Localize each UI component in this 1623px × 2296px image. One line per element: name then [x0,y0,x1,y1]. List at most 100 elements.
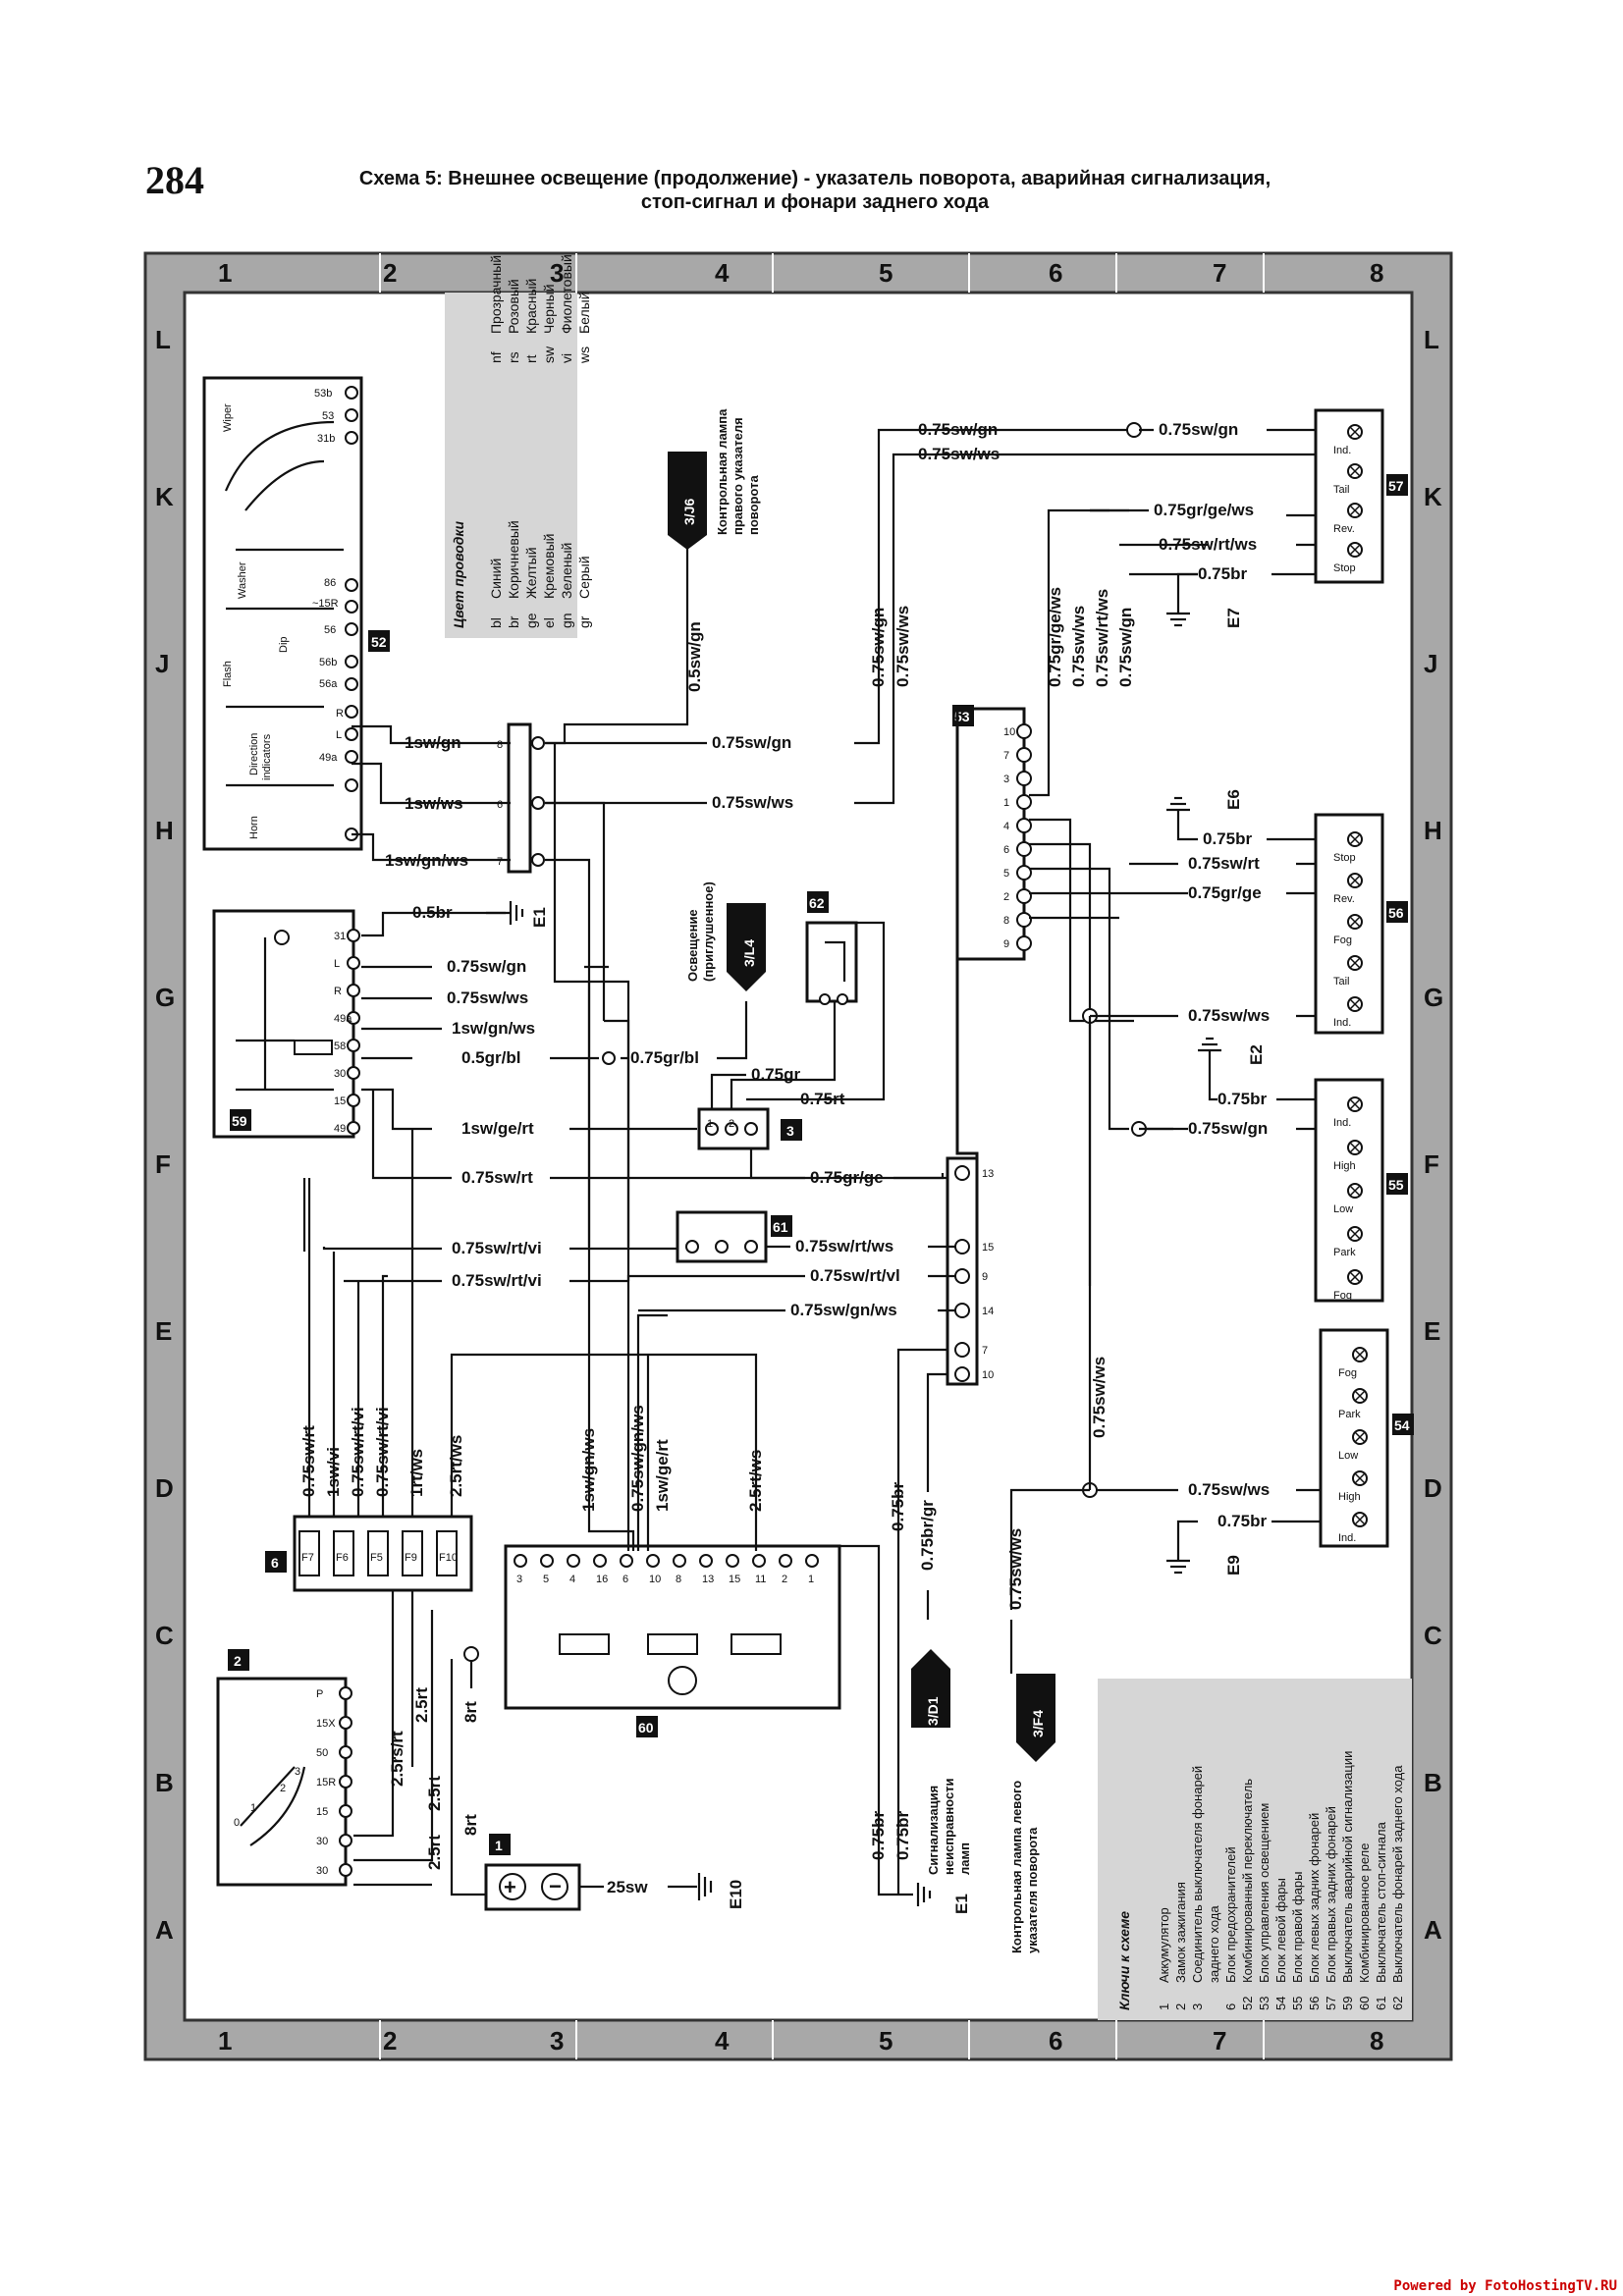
fuse-F9 [402,1530,423,1576]
ign-pin-5 [339,1834,352,1847]
legend-code-left-1: br [506,615,521,628]
wire-v-sw-rt-ws: 0.75sw/rt/ws [1093,589,1111,687]
key-num-2: 3 [1190,2003,1205,2010]
pin-52-2 [345,431,358,445]
term-15r: ~15R [312,598,339,610]
wire-v-sw-gn: 0.75sw/gn [1116,608,1135,687]
pin-52-1 [345,408,358,422]
ign-mark-1: 1 [250,1802,256,1814]
lamp-label-lamps_54-2: Low [1338,1450,1358,1462]
key-text-9: Блок левых задних фонарей [1307,1813,1322,1983]
ign-pin-2 [339,1745,352,1759]
relay-pin-label-3: 16 [596,1574,608,1585]
lamp-label-lamps_55-4: Fog [1333,1290,1352,1302]
ign-wire-2: 2.5rt [412,1687,431,1723]
lamp-label-lamps_56-4: Ind. [1333,1017,1351,1029]
pin-label-53-top-2: 3 [1003,774,1009,785]
lamp-cross-b-lamps_54-1 [1354,1390,1366,1402]
pin-label-53-top-1: 7 [1003,750,1009,762]
relay-pin-label-6: 8 [676,1574,681,1585]
lamp-cross-b-lamps_57-0 [1349,426,1361,438]
legend-code-left-0: bl [488,617,504,628]
lamp-label-lamps_54-1: Park [1338,1409,1361,1420]
lamp-cross-b-lamps_56-3 [1349,957,1361,969]
reverse-switch-62: 62 [746,891,886,1101]
label-1: 1 [495,1838,503,1853]
wire-54-sw-ws: 0.75sw/ws [1188,1480,1270,1499]
legend-name-left-0: Синий [488,559,504,599]
pin-52-10 [345,750,358,764]
relay-pin-label-0: 3 [516,1574,522,1585]
pin-label-59-2: R [334,986,342,997]
pin-label-59-5: 30 [334,1068,346,1080]
pin-label-53-top-5: 6 [1003,844,1009,856]
row-label-left-D: D [155,1473,174,1503]
pin-53-top-5 [1016,841,1032,857]
wire-1sw-gn-ws: 1sw/gn/ws [385,851,468,870]
col-label-bottom-6: 6 [1049,2026,1062,2056]
lower-center: 0.75br 0.75br/gr 3/D1 3/F4 0.75br 0.75br… [869,1348,1055,1953]
fuse-label-2: F5 [370,1552,383,1564]
d1-note-1: Сигнализация [926,1786,941,1875]
direction-label: Direction [248,733,260,775]
pin-53-top-8 [1016,912,1032,928]
lamp-label-lamps_55-2: Low [1333,1203,1353,1215]
wire-075br-gr-v: 0.75br/gr [918,1500,937,1571]
pin-label-59-1: L [334,958,340,970]
pin-59-4 [347,1039,360,1052]
lamp-cross-b-lamps_55-3 [1349,1228,1361,1240]
title-line-2: стоп-сигнал и фонари заднего хода [640,191,990,213]
wire-56-br: 0.75br [1203,829,1252,848]
ign-pin-label-1: 15X [316,1718,336,1730]
pin-label-53-top-0: 10 [1003,726,1015,738]
pin-label-59-3: 49a [334,1013,352,1025]
wire-v-sw-ws: 0.75sw/ws [1069,606,1088,687]
key-text-1: Замок зажигания [1173,1882,1188,1983]
key-num-0: 1 [1157,2003,1171,2010]
legend-name-right-3: Черный [541,284,557,334]
key-num-9: 56 [1307,1997,1322,2010]
lamp-cross-b-lamps_54-4 [1354,1514,1366,1525]
ign-wire-3: 8rt [461,1701,480,1723]
lamp-label-lamps_57-0: Ind. [1333,445,1351,456]
ign-pin-6 [339,1863,352,1877]
pin-label-53-top-6: 5 [1003,868,1009,880]
relay-wire-b: 0.75sw/gn/ws [628,1405,647,1512]
wire-57-sw-ws-left: 0.75sw/ws [918,445,1000,463]
pin-53-top-6 [1016,865,1032,881]
pin-53-bottom-3 [954,1303,970,1318]
row-label-left-B: B [155,1768,174,1797]
wire-55-br: 0.75br [1217,1090,1267,1108]
pin-label-53-top-9: 9 [1003,938,1009,950]
wires-52-to-connector: 1sw/gn 1sw/ws 1sw/gn/ws 867 0.5sw/gn 3/J… [352,408,1129,1247]
term-R: R [336,708,344,720]
key-text-4: Блок предохранителей [1223,1846,1238,1983]
legend-code-left-5: gr [576,615,592,628]
pin-52-0 [345,386,358,400]
key-text-11: Выключатель аварийной сигнализации [1340,1751,1355,1983]
relay-pin-10 [779,1554,792,1568]
row-label-left-G: G [155,983,175,1012]
lamp-cross-b-lamps_54-2 [1354,1431,1366,1443]
relay-pin-label-5: 10 [649,1574,661,1585]
col-label-top-3: 3 [550,258,564,288]
fuse-F5 [367,1530,389,1576]
lamp-cross-b-lamps_55-2 [1349,1185,1361,1197]
key-text-10: Блок правых задних фонарей [1324,1806,1338,1983]
relay-pin-label-10: 2 [782,1574,787,1585]
row-label-left-J: J [155,649,169,678]
fuse-F7 [298,1530,320,1576]
legend-name-right-2: Красный [523,279,539,334]
pin-52-9 [345,727,358,741]
relay-pin-0 [514,1554,527,1568]
key-num-14: 62 [1390,1997,1405,2010]
ign-pin-0 [339,1686,352,1700]
fuse-F10 [436,1530,458,1576]
j6-note-3: поворота [746,475,761,535]
